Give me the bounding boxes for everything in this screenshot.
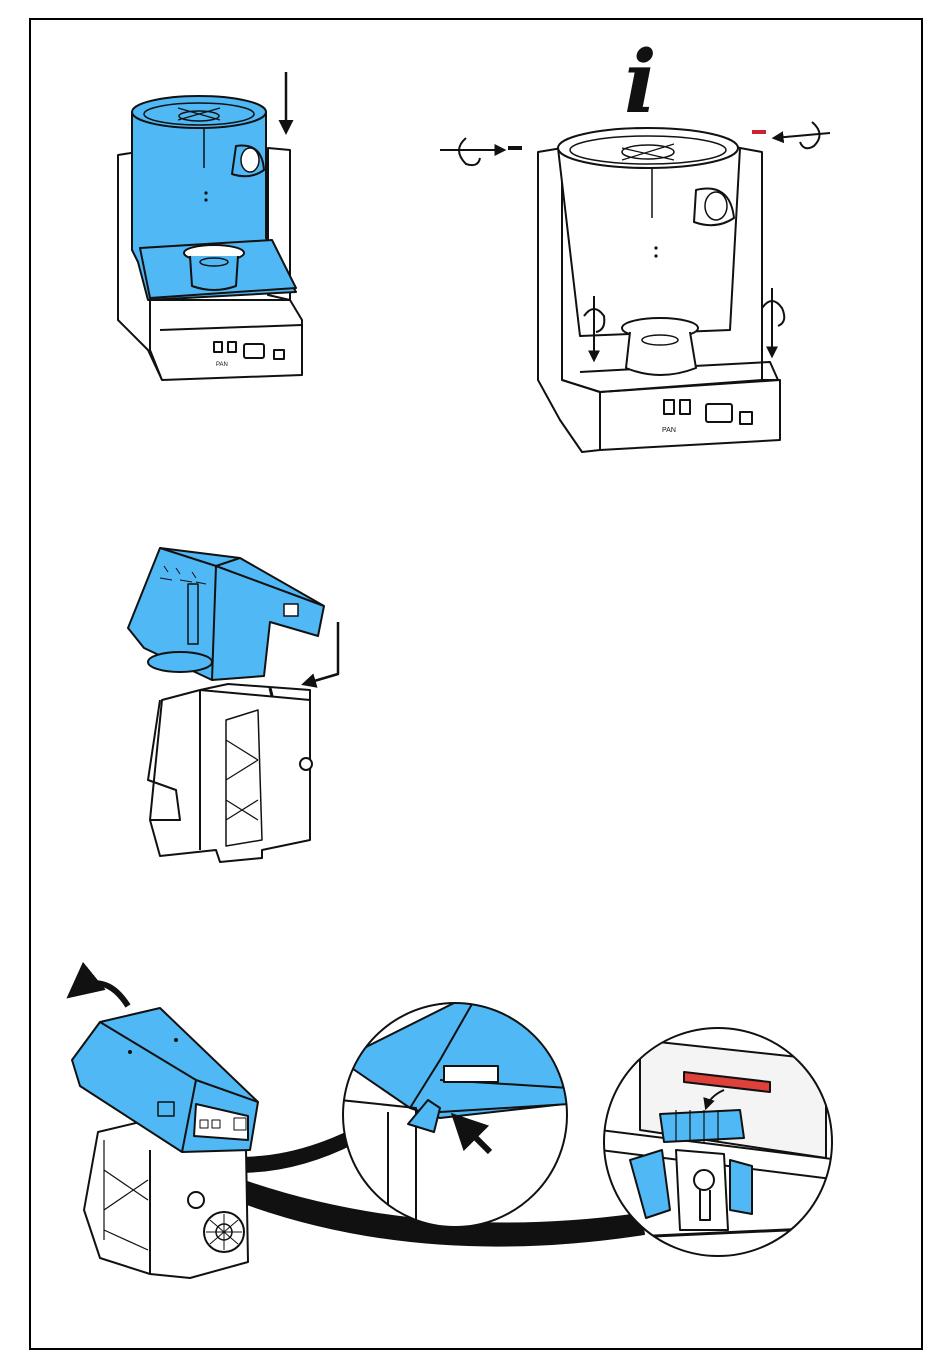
connector-2 xyxy=(228,342,236,352)
connector-1 xyxy=(214,342,222,352)
step3-head-mounting xyxy=(128,548,338,862)
step2-screw-fixing: i PAN xyxy=(440,32,830,452)
info-icon: i xyxy=(624,32,657,133)
frame-body xyxy=(150,690,310,862)
back-panel-label: PAN xyxy=(216,362,228,368)
curved-arrow-icon xyxy=(72,983,128,1006)
switch xyxy=(274,350,284,359)
step1-drum-insertion: PAN xyxy=(118,72,302,380)
svg-text:PAN: PAN xyxy=(662,427,676,434)
drum-rim xyxy=(132,96,266,128)
step4-latch-release xyxy=(72,983,840,1278)
power-socket xyxy=(244,344,264,358)
